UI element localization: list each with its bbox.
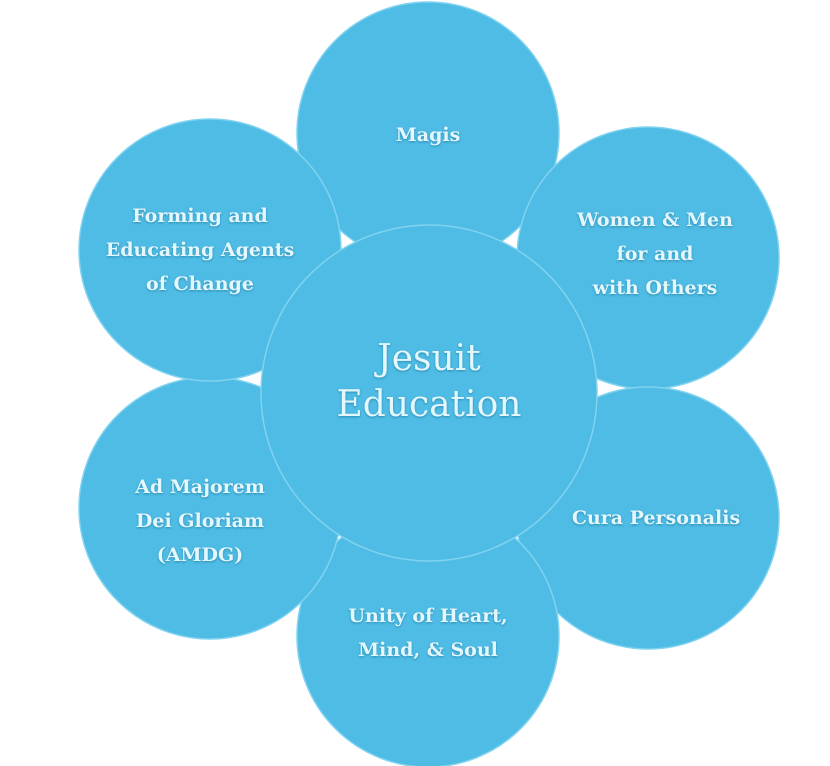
label-line: Magis: [395, 124, 461, 146]
label-line: Dei Gloriam: [135, 510, 265, 532]
label-line: with Others: [592, 277, 718, 299]
label-cura: Cura Personalis: [572, 501, 740, 535]
label-line: Mind, & Soul: [358, 639, 498, 661]
label-unity: Unity of Heart, Mind, & Soul: [348, 599, 507, 667]
label-amdg: Ad Majorem Dei Gloriam (AMDG): [135, 470, 265, 572]
label-line: (AMDG): [156, 544, 244, 566]
center-title-line: Jesuit: [377, 338, 481, 379]
label-line: Educating Agents: [105, 239, 295, 261]
circle-center: [260, 224, 598, 562]
label-line: Women & Men: [577, 209, 733, 231]
label-forming: Forming and Educating Agents of Change: [106, 199, 295, 301]
label-magis: Magis: [396, 118, 461, 152]
center-title-line: Education: [336, 384, 522, 425]
label-line: Unity of Heart,: [348, 605, 508, 627]
label-line: of Change: [146, 273, 254, 295]
label-line: Ad Majorem: [135, 476, 265, 498]
label-line: for and: [616, 243, 694, 265]
label-line: Cura Personalis: [571, 507, 741, 529]
center-label: Jesuit Education: [337, 336, 522, 428]
label-line: Forming and: [132, 205, 268, 227]
label-women-men: Women & Men for and with Others: [577, 203, 733, 305]
